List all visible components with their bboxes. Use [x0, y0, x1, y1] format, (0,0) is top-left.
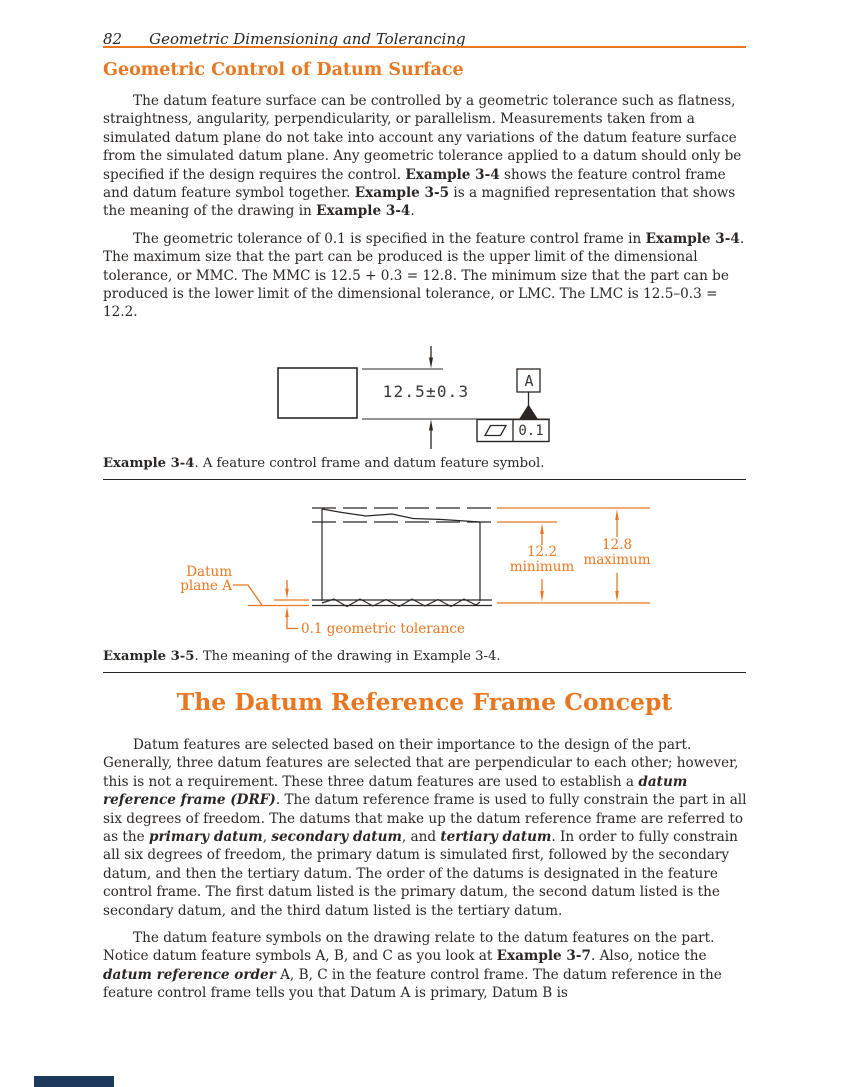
figure-3-5-caption: Example 3-5. The meaning of the drawing … [103, 649, 746, 673]
paragraph: The datum feature surface can be control… [103, 93, 742, 220]
page-number: 82 [103, 30, 123, 48]
datum-label-leader [233, 584, 263, 606]
min-word: minimum [509, 559, 575, 575]
min-value: 12.2 [526, 544, 558, 560]
up-arrowhead-icon [429, 419, 433, 431]
datum-plane-label-line1: Datum [186, 564, 232, 580]
datum-triangle-icon [519, 404, 538, 419]
part-outline [277, 367, 358, 419]
section-heading: Geometric Control of Datum Surface [103, 60, 464, 80]
header-rule [103, 46, 746, 48]
wavy-bottom-surface [321, 598, 481, 608]
max-dimension-label: 12.8 maximum [580, 538, 654, 568]
max-word: maximum [583, 552, 651, 568]
paragraph: The datum feature symbols on the drawing… [103, 930, 722, 1002]
fcf-tolerance-value: 0.1 [518, 423, 544, 439]
figure-3-5-drawing [233, 507, 650, 630]
paragraph: Datum features are selected based on the… [103, 737, 747, 919]
up-arrowhead-icon [285, 606, 289, 617]
max-value: 12.8 [601, 537, 633, 553]
paragraph: The geometric tolerance of 0.1 is specif… [103, 230, 745, 321]
min-dimension-label: 12.2 minimum [505, 545, 579, 575]
wavy-top-surface [321, 508, 481, 523]
datum-plane-label: Datum plane A [158, 565, 232, 593]
up-arrowhead-icon [540, 523, 544, 534]
body-text-block-2: Datum features are selected based on the… [103, 736, 748, 1012]
figure-3-4-caption: Example 3-4. A feature control frame and… [103, 456, 746, 480]
down-arrowhead-icon [429, 357, 433, 369]
body-text-block-1: The datum feature surface can be control… [103, 92, 748, 331]
tolerance-leader-elbow [286, 616, 298, 630]
down-arrowhead-icon [615, 591, 619, 602]
datum-plane-label-line2: plane A [180, 578, 232, 594]
down-arrowhead-icon [540, 591, 544, 602]
up-arrowhead-icon [615, 509, 619, 520]
running-header: 82 Geometric Dimensioning and Tolerancing [103, 30, 746, 48]
figure-3-4-drawing [277, 346, 550, 449]
geometric-tolerance-label: 0.1 geometric tolerance [301, 621, 465, 637]
down-arrowhead-icon [285, 588, 289, 599]
dimension-label: 12.5±0.3 [382, 382, 470, 401]
chapter-section-heading: The Datum Reference Frame Concept [176, 688, 673, 716]
datum-letter-label: A [524, 372, 534, 390]
footer-band [34, 1076, 114, 1087]
flatness-parallelogram-icon [483, 424, 508, 437]
running-title: Geometric Dimensioning and Tolerancing [149, 30, 466, 48]
